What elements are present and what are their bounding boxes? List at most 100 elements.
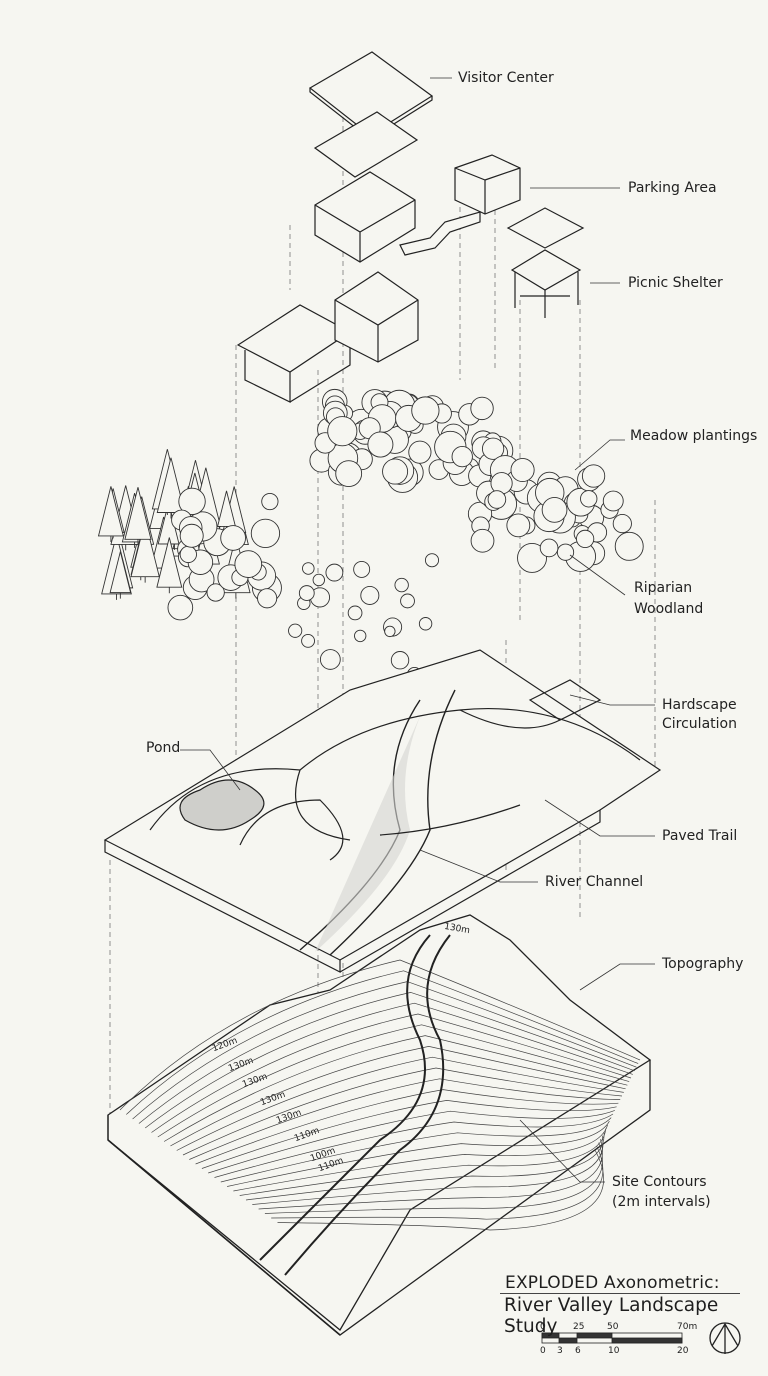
label-hardscape-1: Hardscape [662,697,737,713]
tree-canopy [382,458,409,485]
tree-canopy [490,472,513,495]
shrub [298,585,315,601]
contour-line [245,1131,605,1201]
contour-line [195,1089,619,1165]
tree-canopy [614,531,644,561]
conifer-tree [130,520,160,583]
tree-canopy [178,487,206,516]
contour-line [252,1135,604,1205]
contour-line [126,970,639,1115]
topography-layer [107,914,652,1336]
contour-line [201,1100,617,1169]
tree-canopy [470,396,494,421]
contour-line [239,1128,607,1196]
tree-canopy [234,550,263,578]
tree-canopy [487,490,507,509]
contour-line [271,1146,604,1220]
contour-line [233,1124,608,1192]
contour-line [182,1067,623,1156]
tree-canopy [167,594,194,621]
scale-bar [541,1332,683,1344]
tree-canopy [206,583,225,602]
tree-canopy [261,492,279,511]
shrub [319,649,341,670]
tree-canopy [576,529,595,549]
shrub [353,560,371,578]
trail-loops [149,707,641,861]
contour-line [189,1078,621,1160]
label-site-contours-2: (2m intervals) [612,1194,711,1210]
tree-canopy [517,542,547,573]
scale-tick-top: 50 [607,1322,619,1332]
tree-canopy [481,437,505,460]
label-site-contours-1: Site Contours [612,1174,707,1190]
shrub [354,629,367,643]
tree-canopy [220,525,246,551]
river-in-topography [259,934,451,1276]
scale-tick-bottom: 3 [557,1346,563,1356]
contour-line [163,1035,628,1142]
tree-canopy [257,588,278,609]
title-line-2: River Valley Landscape Study [504,1295,719,1337]
shrub [302,562,315,575]
label-paved-trail: Paved Trail [662,828,738,844]
parking-kiosk [454,154,521,215]
label-topography: Topography [662,956,744,972]
visitor-center-walls [314,171,416,263]
contour-line [227,1121,610,1187]
lodge-roof [236,304,352,373]
shrub [394,577,409,593]
contour-line [170,1046,626,1147]
label-pond: Pond [146,740,181,756]
tree-canopy [367,431,394,458]
shrub [384,625,396,638]
contour-line [138,992,635,1124]
tree-canopy [335,460,363,488]
leader-lines [180,77,655,1183]
picnic-shelter [510,249,582,291]
contour-line [277,1149,604,1231]
label-picnic-shelter: Picnic Shelter [628,275,723,291]
scale-tick-top: 25 [573,1322,585,1332]
contour-line [119,959,641,1111]
tree-canopy [179,523,204,548]
tree-canopy [539,538,559,558]
tree-canopy [510,457,535,483]
tree-canopy [612,514,632,534]
tree-canopy [581,464,606,488]
parking-path [399,211,481,256]
contour-line [208,1110,615,1174]
shrub [312,573,326,587]
contour-line [144,1002,633,1129]
label-hardscape-2: Circulation [662,716,737,732]
title-divider [500,1293,740,1294]
north-arrow-icon [709,1322,741,1354]
visitor-center-slab [313,111,419,178]
tree-canopy [506,513,531,538]
shrub [360,585,380,605]
scale-tick-top: 0 [540,1322,546,1332]
contour-line [264,1142,603,1214]
conifer-tree [97,486,124,542]
scale-tick-bottom: 20 [677,1346,689,1356]
shrub [325,563,344,582]
label-visitor-center: Visitor Center [458,70,554,86]
scale-tick-top: 70m [677,1322,698,1332]
label-parking-area: Parking Area [628,180,717,196]
tree-canopy [411,396,440,425]
scale-tick-bottom: 0 [540,1346,546,1356]
shrub [418,617,433,631]
tree-canopy [250,518,281,549]
title-line-1: EXPLODED Axonometric: [505,1273,720,1293]
picnic-roof [506,207,585,249]
tree-canopy [602,490,624,512]
vegetation-layer [97,388,644,685]
shrub [424,553,440,568]
hardscape-layer [103,649,662,973]
label-river-channel: River Channel [545,874,644,890]
shrub [288,623,303,638]
shrub [390,651,410,670]
conifer-tree [109,551,132,599]
tree-canopy [556,543,575,561]
conifer-tree [156,537,183,594]
